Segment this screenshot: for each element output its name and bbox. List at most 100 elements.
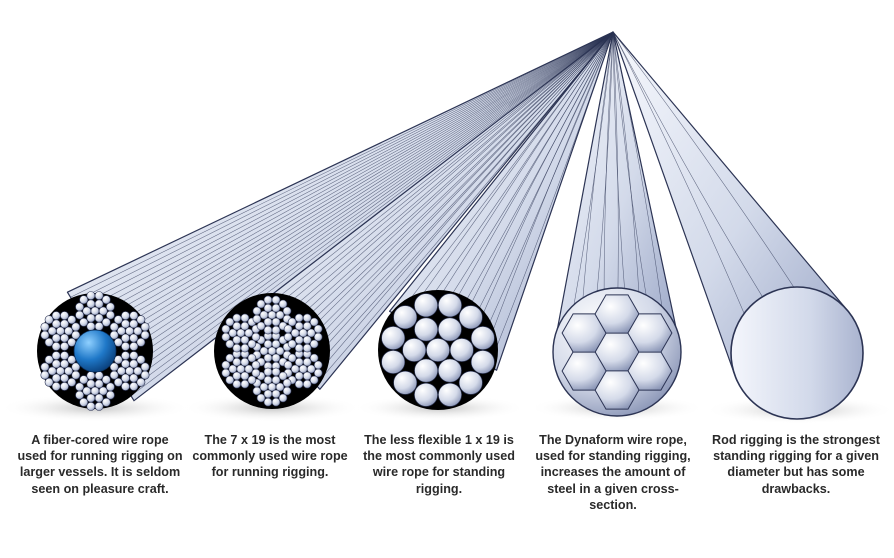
wire-strand — [40, 362, 50, 372]
wire-strand — [98, 306, 108, 316]
wire-strand — [225, 353, 235, 363]
wire-strand — [44, 355, 54, 365]
wire-strand — [306, 328, 316, 338]
wire-strand — [129, 351, 139, 360]
wire-strand — [449, 338, 474, 362]
wire-strand — [263, 295, 273, 305]
wire-strand — [271, 353, 281, 363]
cross-section-7x19 — [214, 293, 330, 409]
rope-cross-sections — [37, 286, 864, 420]
wire-strand — [71, 322, 81, 332]
wire-strand — [51, 381, 61, 391]
wire-strand — [271, 339, 281, 349]
wire-strand — [121, 381, 130, 391]
rope-strand-line — [277, 31, 614, 345]
wire-strand — [306, 364, 316, 374]
rope-strand-line — [290, 31, 614, 359]
rope-strand-line — [612, 31, 667, 341]
wire-strand — [302, 371, 312, 381]
wire-strand — [109, 362, 119, 372]
wire-strand — [75, 302, 84, 312]
wire-strand — [125, 366, 135, 376]
wire-strand — [129, 373, 139, 383]
wire-strand — [90, 386, 100, 396]
wire-strand — [426, 338, 450, 362]
rope-strand-line — [100, 31, 614, 347]
rope-strand-line — [112, 31, 614, 367]
wire-strand — [271, 317, 281, 327]
wire-strand — [133, 366, 143, 376]
wire-strand — [240, 335, 250, 345]
rope-strand-line — [103, 31, 614, 352]
wire-strand — [271, 389, 281, 399]
wire-strand — [294, 379, 304, 389]
rope-strand-line — [261, 31, 614, 327]
wire-strand — [228, 364, 238, 374]
wire-rope-illustration — [0, 31, 894, 424]
wire-strand — [129, 359, 139, 369]
wire-strand — [263, 397, 273, 407]
wire-strand — [251, 360, 261, 370]
wire-strand — [94, 393, 104, 403]
wire-strand — [309, 317, 319, 327]
cross-section-rim — [552, 287, 682, 417]
wire-strand — [282, 378, 292, 388]
wire-strand — [225, 375, 235, 385]
wire-strand — [60, 351, 69, 360]
wire-strand — [283, 360, 293, 370]
wire-strand — [51, 359, 61, 369]
wire-strand — [86, 321, 96, 331]
wire-strand — [252, 314, 262, 324]
wire-strand — [94, 379, 104, 389]
rope-strand-line — [307, 31, 614, 376]
wire-strand — [67, 315, 77, 325]
rope-strand-line — [94, 31, 614, 337]
wire-strand — [251, 332, 261, 342]
wire-strand — [225, 317, 235, 327]
wire-strand — [232, 321, 242, 331]
wire-strand — [294, 313, 304, 323]
wire-strand — [232, 357, 242, 367]
wire-strand — [140, 362, 150, 372]
wire-strand — [101, 317, 111, 327]
wire-strand — [287, 339, 297, 349]
wire-strand — [129, 341, 139, 351]
wire-strand — [458, 370, 483, 395]
wire-strand — [271, 325, 281, 335]
wire-strand — [121, 333, 130, 343]
wire-strand — [402, 338, 427, 362]
wire-strand — [121, 341, 130, 351]
rope-strand-line — [269, 31, 614, 336]
rope-strand-line — [286, 31, 614, 354]
wire-strand — [240, 379, 250, 389]
wire-strand — [240, 371, 250, 381]
wire-strand — [71, 362, 81, 372]
wire-strand — [313, 324, 323, 334]
wire-strand — [283, 324, 293, 334]
wire-strand — [256, 299, 266, 309]
wire-strand — [275, 310, 285, 320]
wire-strand — [290, 364, 300, 374]
wire-strand — [232, 313, 242, 323]
wire-strand — [75, 310, 84, 320]
wire-strand — [94, 371, 104, 380]
wire-strand — [82, 386, 92, 396]
wire-strand — [101, 295, 111, 305]
wire-strand — [60, 319, 69, 329]
wire-strand — [60, 381, 69, 391]
wire-strand — [247, 353, 257, 363]
wire-strand — [40, 370, 50, 380]
wire-strand — [283, 332, 293, 342]
wire-strand — [259, 382, 269, 392]
caption-fiber-core-rope: A fiber-cored wire rope used for running… — [17, 433, 183, 496]
rope-strand-line — [396, 31, 614, 316]
wire-strand — [240, 357, 250, 367]
caption-1x19-rope: The less flexible 1 x 19 is the most com… — [363, 433, 515, 496]
fiber-core-icon — [73, 329, 117, 373]
wire-strand — [302, 321, 312, 331]
wire-strand — [40, 322, 50, 332]
wire-strand — [121, 359, 130, 369]
wire-strand — [414, 317, 439, 342]
wire-strand — [67, 377, 77, 387]
wire-strand — [90, 306, 100, 316]
